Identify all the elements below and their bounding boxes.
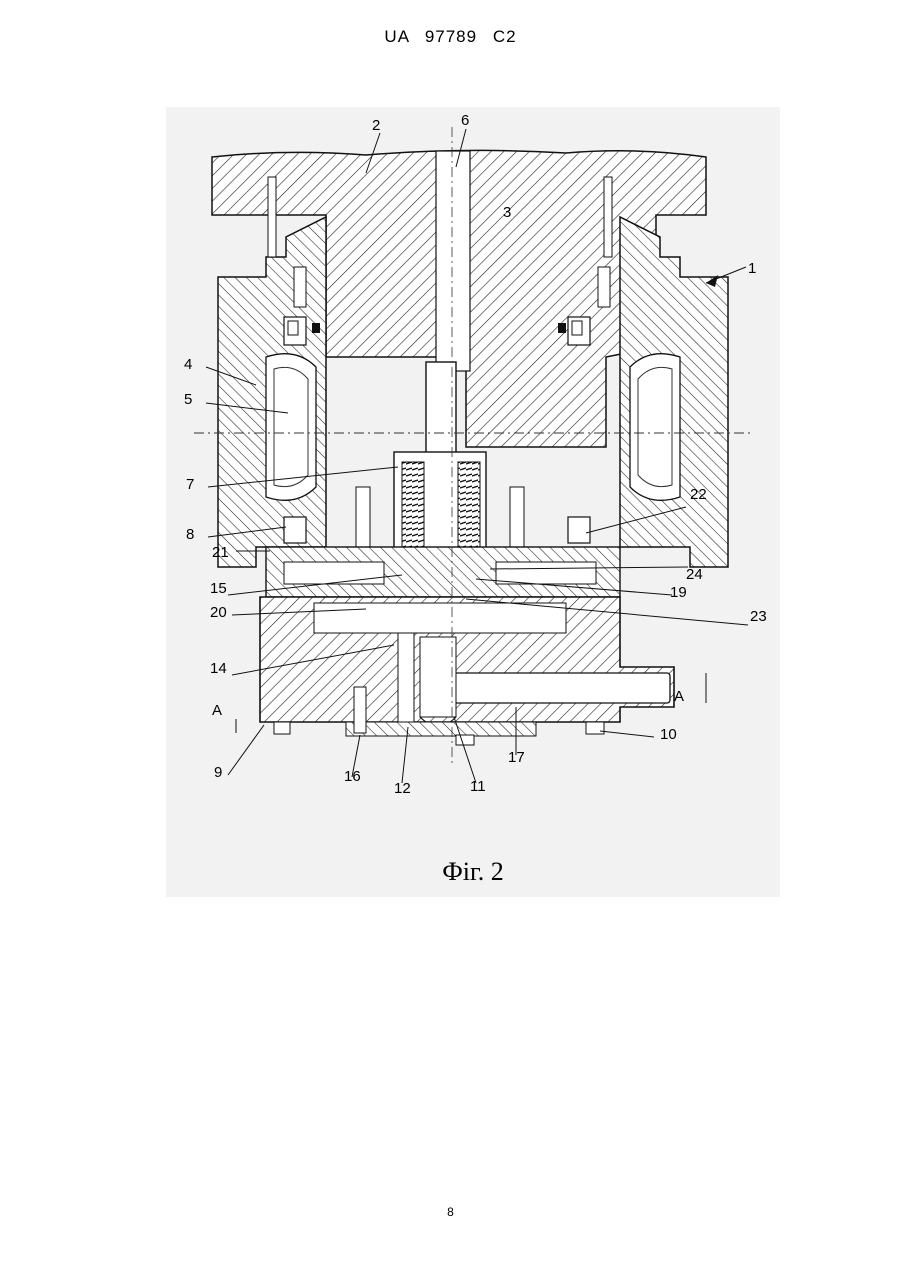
page-number: 8 [0, 1205, 901, 1219]
figure-caption: Фіг. 2 [442, 857, 504, 886]
label-4: 4 [184, 356, 192, 373]
label-2: 2 [372, 117, 380, 134]
label-6: 6 [461, 112, 469, 129]
outlet-pipe [452, 673, 670, 703]
patent-header: UA 97789 C2 [0, 27, 901, 47]
label-7: 7 [186, 476, 194, 493]
drawing-svg: 2 6 3 1 4 5 7 22 8 21 24 15 19 20 23 14 … [166, 107, 780, 897]
label-10: 10 [660, 726, 677, 743]
label-17: 17 [508, 749, 525, 766]
spring-left [402, 462, 424, 547]
technical-drawing-figure: 2 6 3 1 4 5 7 22 8 21 24 15 19 20 23 14 … [166, 107, 780, 897]
shaft-bore [436, 151, 470, 371]
label-11: 11 [470, 778, 486, 795]
label-20: 20 [210, 604, 227, 621]
label-a-right: A [674, 688, 684, 705]
label-5: 5 [184, 391, 192, 408]
label-23: 23 [750, 608, 767, 625]
spring-right [458, 462, 480, 547]
label-14: 14 [210, 660, 227, 677]
label-8: 8 [186, 526, 194, 543]
label-24: 24 [686, 566, 703, 583]
label-21: 21 [212, 544, 229, 561]
label-a-left: A [212, 702, 222, 719]
label-19: 19 [670, 584, 687, 601]
label-9: 9 [214, 764, 222, 781]
label-12: 12 [394, 780, 411, 797]
label-22: 22 [690, 486, 707, 503]
label-16: 16 [344, 768, 361, 785]
label-1: 1 [748, 260, 756, 277]
label-3: 3 [503, 204, 511, 221]
label-15: 15 [210, 580, 227, 597]
figure-caption-wrap: Фіг. 2 [166, 857, 780, 887]
